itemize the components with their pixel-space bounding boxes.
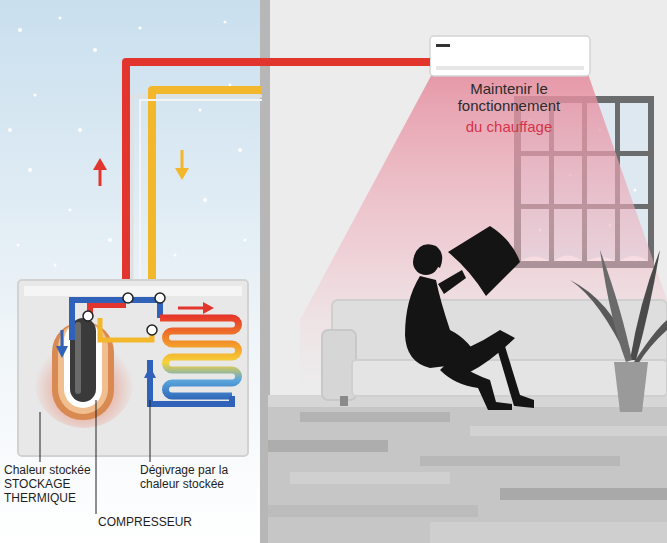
outdoor-unit-part (100, 318, 152, 340)
outdoor-unit-part (149, 376, 152, 392)
outdoor-sky-part-part (18, 28, 22, 32)
floor-part (268, 395, 667, 543)
outdoor-sky-part-part (59, 17, 62, 20)
outdoor-sky-part-part (139, 27, 142, 30)
outdoor-unit-part (150, 360, 232, 404)
window-part-part (620, 103, 648, 151)
outdoor-unit-part (18, 280, 248, 456)
house-plant (570, 250, 667, 412)
outdoor-sky-part-part (28, 168, 32, 172)
outdoor-unit-part (75, 322, 81, 394)
house-plant-part (614, 362, 648, 412)
outdoor-unit-part (90, 305, 126, 318)
outdoor-sky-part-part (17, 244, 20, 247)
outdoor-unit-part-part (155, 293, 165, 303)
sofa-part (322, 330, 356, 400)
part-label: Dégivrage par la chaleur stockée (140, 464, 252, 492)
refrigerant-pipes-part (140, 100, 262, 300)
window-part-part (634, 189, 637, 192)
outdoor-unit-part (178, 307, 205, 310)
outdoor-unit-part (83, 293, 165, 335)
flow-arrows-part (181, 150, 184, 170)
outdoor-unit-part (144, 366, 156, 378)
outdoor-unit-part (72, 300, 160, 340)
outdoor-sky-part-part (203, 198, 207, 202)
leader-lines-part (40, 412, 41, 462)
outdoor-sky-part-part (174, 254, 177, 257)
floor-part (430, 522, 667, 543)
outdoor-sky-part-part (93, 48, 97, 52)
reading-person-part (414, 244, 442, 268)
floor (268, 395, 667, 543)
outdoor-sky-part-part (34, 94, 37, 97)
floor-part (268, 505, 478, 517)
flow-arrows-part (93, 158, 107, 170)
floor-part (290, 472, 450, 484)
floor-part (420, 456, 620, 466)
flow-arrows-part (175, 168, 189, 180)
reading-person-part (438, 270, 466, 294)
indoor-unit-part (436, 44, 450, 47)
sofa-part (340, 396, 348, 406)
outdoor-sky-part-part (224, 21, 227, 24)
status-message: du chauffage (444, 118, 574, 135)
outdoor-unit-part (160, 318, 239, 396)
outdoor-sky (0, 0, 262, 543)
refrigerant-pipes-part (126, 62, 430, 305)
outdoor-sky-part-part (244, 239, 247, 242)
indoor-unit (430, 36, 590, 76)
floor-part (268, 440, 388, 452)
outdoor-unit (18, 280, 248, 456)
outdoor-sky-part-part (199, 109, 202, 112)
floor-part (300, 412, 450, 422)
house-plant-part (634, 320, 667, 364)
outdoor-unit-part (61, 330, 64, 348)
outdoor-unit-part-part (123, 293, 133, 303)
leader-lines-part (150, 400, 151, 462)
indoor-room-part (268, 0, 667, 543)
house-plant-part (630, 250, 660, 360)
outdoor-unit-part-part (83, 311, 93, 321)
outdoor-unit-part (24, 286, 242, 296)
part-label: Chaleur stockée STOCKAGE THERMIQUE (4, 464, 96, 505)
outdoor-sky-part-part (54, 264, 57, 267)
reading-person-part (440, 360, 512, 410)
outdoor-sky-part-part (8, 128, 12, 132)
outdoor-unit-part-part (147, 325, 157, 335)
floor-part (500, 488, 667, 500)
floor-part (470, 426, 667, 436)
house-plant-part (600, 250, 632, 362)
part-label: COMPRESSEUR (98, 516, 218, 530)
outdoor-unit-part (203, 302, 214, 314)
outdoor-sky-part-part (69, 209, 72, 212)
outdoor-sky-part (0, 0, 262, 543)
leader-lines-part (96, 400, 97, 514)
indoor-room (260, 0, 667, 543)
outdoor-sky-part-part (78, 128, 82, 132)
reading-person-part (496, 330, 534, 408)
reading-person (405, 226, 534, 410)
indoor-unit-part (430, 36, 590, 76)
reading-person-part (448, 226, 520, 296)
outdoor-sky-part-part (108, 238, 112, 242)
outdoor-unit-part (56, 346, 68, 358)
indoor-unit-part (436, 66, 584, 70)
status-message: Maintenir le fonctionnement (444, 80, 574, 115)
flow-arrows (93, 150, 189, 186)
flow-arrows-part (99, 168, 102, 186)
outdoor-sky-part-part (238, 148, 242, 152)
